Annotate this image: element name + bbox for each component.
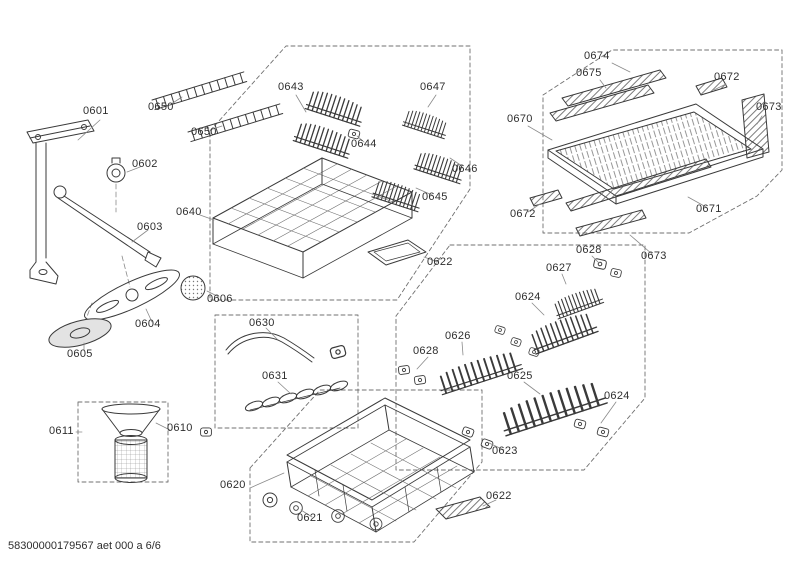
- part-0622-tray-upper: [367, 239, 427, 266]
- part-label-0630: 0630: [249, 317, 275, 329]
- part-0605-spray-arm-lower: [48, 318, 112, 348]
- part-0630-handle-wire: [225, 332, 347, 363]
- part-0625-rack: [496, 376, 608, 437]
- part-0606-seal-disc: [180, 275, 206, 301]
- part-label-0650-b: 0650: [191, 126, 217, 138]
- part-label-0640: 0640: [176, 206, 202, 218]
- part-label-0603: 0603: [137, 221, 163, 233]
- part-label-0610: 0610: [167, 422, 193, 434]
- part-label-0673-a: 0673: [756, 101, 782, 113]
- part-label-0621: 0621: [297, 512, 323, 524]
- part-0674-rail: [561, 69, 667, 107]
- part-label-0650-a: 0650: [148, 101, 174, 113]
- part-0672-rail-right: [695, 77, 728, 96]
- part-label-0645: 0645: [422, 191, 448, 203]
- part-label-0670: 0670: [507, 113, 533, 125]
- part-label-0675: 0675: [576, 67, 602, 79]
- part-0622-insert-plate: [435, 496, 491, 520]
- part-0671-rail: [565, 158, 712, 212]
- part-label-0601: 0601: [83, 105, 109, 117]
- part-label-0627: 0627: [546, 262, 572, 274]
- part-0670-cutlery-drawer: [547, 103, 764, 205]
- part-label-0628-a: 0628: [576, 244, 602, 256]
- part-0610-filter-funnel: [101, 403, 161, 437]
- part-label-0625: 0625: [507, 370, 533, 382]
- part-0602-spray-head: [106, 157, 126, 183]
- part-label-0671: 0671: [696, 203, 722, 215]
- part-label-0644: 0644: [351, 138, 377, 150]
- part-0640-upper-basket: [212, 157, 413, 279]
- part-0601-inlet-pipe: [26, 119, 95, 285]
- part-label-0622-a: 0622: [427, 256, 453, 268]
- part-0620-lower-basket: [286, 397, 475, 533]
- part-0628-clip-b: [397, 364, 427, 386]
- part-label-0674: 0674: [584, 50, 610, 62]
- group-outline-filter: [77, 401, 169, 483]
- part-0673-rail-right: [741, 93, 770, 159]
- part-label-0672-a: 0672: [714, 71, 740, 83]
- part-label-0606: 0606: [207, 293, 233, 305]
- part-0603-feed-tube: [53, 185, 162, 268]
- part-label-0620: 0620: [220, 479, 246, 491]
- assembly-axis-lines: [84, 183, 131, 323]
- part-0672-clip-left: [529, 189, 563, 207]
- group-outline-folding-racks: [395, 244, 646, 471]
- group-outline-handle-parts: [214, 314, 359, 429]
- part-0647-tine-row: [401, 107, 451, 140]
- part-label-0604: 0604: [135, 318, 161, 330]
- part-label-0626: 0626: [445, 330, 471, 342]
- part-label-0624-b: 0624: [604, 390, 630, 402]
- group-outline-upper-basket: [209, 45, 471, 301]
- part-0645-tine-row: [371, 177, 425, 213]
- part-label-0624-a: 0624: [515, 291, 541, 303]
- part-label-0605: 0605: [67, 348, 93, 360]
- small-bracket: [200, 427, 212, 437]
- part-0627-tine-row: [551, 284, 605, 320]
- part-label-0611: 0611: [49, 425, 74, 437]
- document-code: 58300000179567 aet 000 a 6/6: [8, 540, 161, 552]
- small-fastener-clips: [493, 324, 541, 358]
- part-label-0628-b: 0628: [413, 345, 439, 357]
- part-label-0602: 0602: [132, 158, 158, 170]
- group-outline-lower-basket: [249, 389, 483, 543]
- part-0631-paddles: [244, 380, 349, 412]
- part-label-0647: 0647: [420, 81, 446, 93]
- part-label-0646: 0646: [452, 163, 478, 175]
- part-label-0672-b: 0672: [510, 208, 536, 220]
- part-label-0622-b: 0622: [486, 490, 512, 502]
- part-label-0673-b: 0673: [641, 250, 667, 262]
- part-0611-microfilter-cylinder: [114, 435, 148, 483]
- part-label-0643: 0643: [278, 81, 304, 93]
- part-label-0623: 0623: [492, 445, 518, 457]
- leader-lines: [75, 62, 763, 518]
- part-0673-rail-lower: [575, 209, 647, 237]
- part-label-0631: 0631: [262, 370, 288, 382]
- part-0624-clips-b: [573, 418, 610, 438]
- part-0675-rail: [549, 84, 655, 122]
- part-0604-spray-arm-upper: [84, 269, 180, 321]
